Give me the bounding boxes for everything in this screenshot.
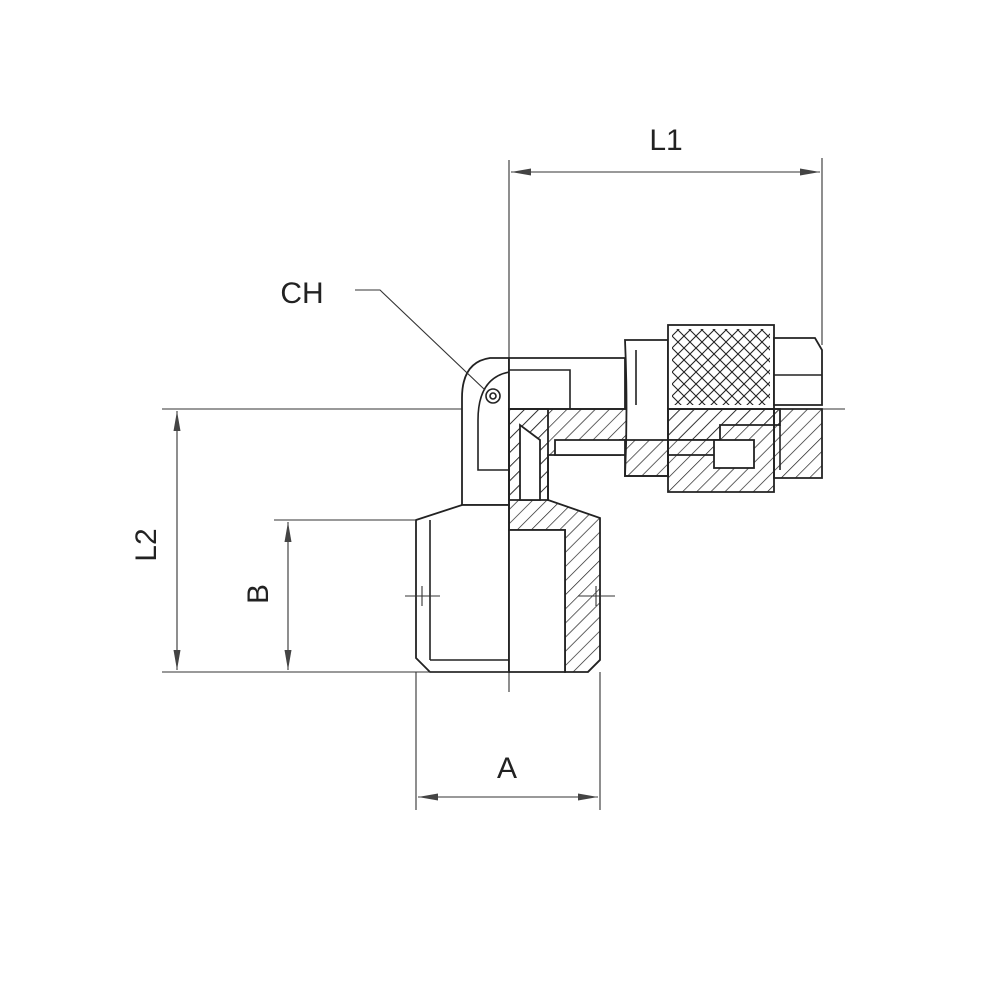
elbow-body [461,357,626,506]
extension-lines [162,158,823,810]
dimension-a: A [418,752,598,801]
label-l2: L2 [130,528,163,561]
label-l1: L1 [649,124,682,157]
label-a: A [497,752,517,785]
hex-nut [624,339,669,477]
port-hole-icon [485,388,501,404]
label-b: B [242,584,275,604]
end-cap [773,337,823,479]
dimension-b: B [242,522,292,670]
leader-ch: CH [280,277,486,391]
dimension-l2: L2 [130,411,181,670]
knurled-sleeve [667,324,775,493]
label-ch: CH [280,277,323,310]
dimension-l1: L1 [511,124,820,176]
